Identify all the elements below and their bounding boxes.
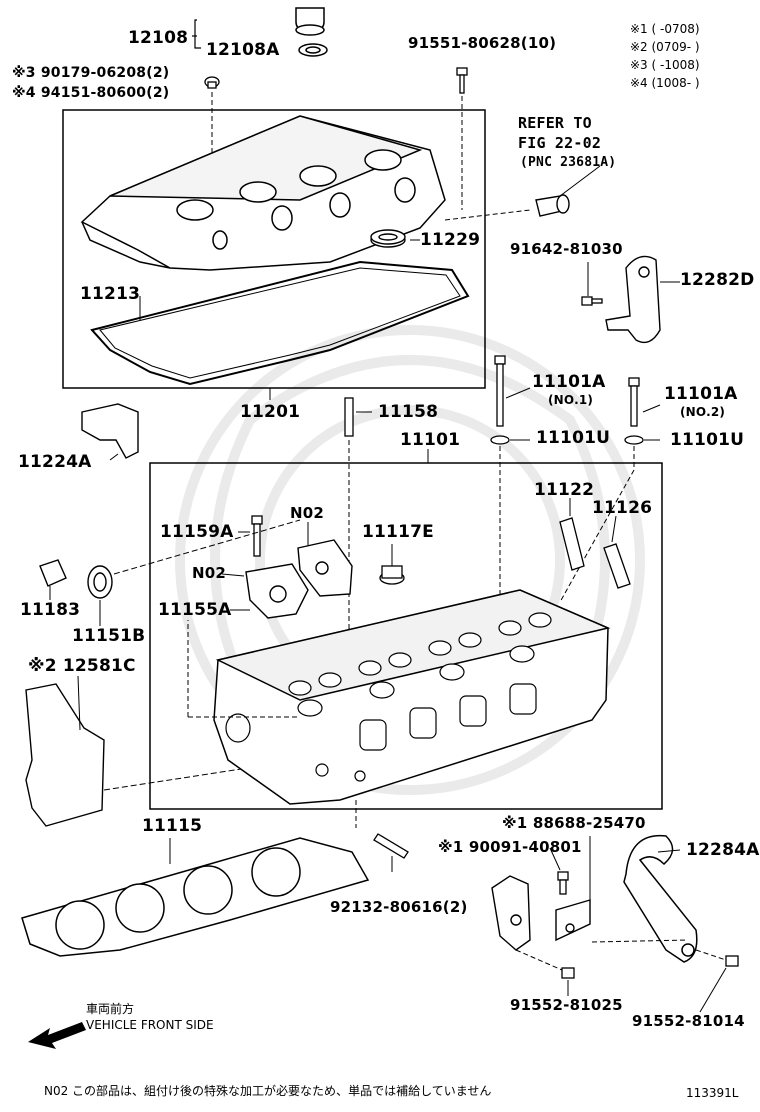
figure-id: 113391L bbox=[686, 1086, 739, 1100]
cam-cap-no2-b bbox=[245, 563, 309, 619]
label-12581C: ※2 12581C bbox=[28, 656, 136, 676]
valve-cover bbox=[80, 115, 446, 271]
head-port-pattern bbox=[225, 612, 552, 782]
hanger-plate bbox=[491, 875, 531, 951]
stud-92132 bbox=[373, 833, 409, 859]
refer-line-2: FIG 22-02 bbox=[518, 134, 602, 152]
front-arrow-icon bbox=[28, 1022, 86, 1049]
gasket-11213 bbox=[90, 260, 470, 386]
oil-filler-cap bbox=[295, 7, 328, 57]
front-label-jp: 車両前方 bbox=[86, 1002, 135, 1016]
label-11201: 11201 bbox=[240, 402, 301, 422]
label-no2-b: N02 bbox=[192, 564, 227, 582]
label-88688: ※1 88688-25470 bbox=[502, 814, 646, 832]
label-11229: 11229 bbox=[420, 230, 481, 250]
pcv-fitting bbox=[535, 194, 570, 217]
bolt-91552-b bbox=[725, 955, 739, 967]
cylinder-head bbox=[213, 589, 611, 805]
label-11126: 11126 bbox=[592, 498, 653, 518]
date-note-1: ※1 ( -0708) bbox=[630, 22, 700, 36]
date-note-3: ※3 ( -1008) bbox=[630, 58, 700, 72]
label-12108A: 12108A bbox=[206, 40, 280, 60]
label-92132: 92132-80616(2) bbox=[330, 898, 468, 916]
label-11101U-1: 11101U bbox=[536, 428, 611, 448]
stud-11158 bbox=[344, 397, 354, 437]
label-91642: 91642-81030 bbox=[510, 240, 623, 258]
footnote: N02 この部品は、組付け後の特殊な加工が必要なため、単品では補給していません bbox=[44, 1084, 492, 1098]
label-11122: 11122 bbox=[534, 480, 595, 500]
label-11101A-no1-sub: (NO.1) bbox=[548, 393, 594, 407]
label-11155A: 11155A bbox=[158, 600, 232, 620]
cover-11224A bbox=[81, 403, 139, 459]
head-bolt-no1 bbox=[490, 355, 510, 445]
head-bolt-no2 bbox=[624, 377, 644, 445]
plug-11117E bbox=[379, 565, 405, 585]
label-94151: ※4 94151-80600(2) bbox=[12, 85, 170, 101]
label-11158: 11158 bbox=[378, 402, 439, 422]
grommet-90179 bbox=[204, 76, 220, 89]
bracket-12282D bbox=[605, 255, 661, 344]
cover-plate-12581C bbox=[25, 683, 105, 827]
front-label-en: VEHICLE FRONT SIDE bbox=[86, 1018, 214, 1032]
label-no2-a: N02 bbox=[290, 504, 325, 522]
label-11151B: 11151B bbox=[72, 626, 146, 646]
bolt-91552-a bbox=[561, 967, 575, 979]
label-11159A: 11159A bbox=[160, 522, 234, 542]
head-gasket-11115 bbox=[21, 837, 370, 957]
label-91552-b: 91552-81014 bbox=[632, 1012, 745, 1030]
date-note-2: ※2 (0709- ) bbox=[630, 40, 700, 54]
label-11117E: 11117E bbox=[362, 522, 434, 542]
label-11101U-2: 11101U bbox=[670, 430, 745, 450]
label-11101A-no2: 11101A bbox=[664, 384, 738, 404]
label-91551: 91551-80628(10) bbox=[408, 34, 557, 52]
date-note-4: ※4 (1008- ) bbox=[630, 76, 700, 90]
label-11115: 11115 bbox=[142, 816, 203, 836]
valve-seal-11126 bbox=[603, 543, 631, 589]
label-11101: 11101 bbox=[400, 430, 461, 450]
label-12284A: 12284A bbox=[686, 840, 760, 860]
label-11213: 11213 bbox=[80, 284, 141, 304]
refer-line-1: REFER TO bbox=[518, 114, 592, 132]
part-11183 bbox=[39, 559, 67, 587]
label-12282D: 12282D bbox=[680, 270, 755, 290]
bolt-91642 bbox=[581, 296, 603, 306]
bolt-90091 bbox=[557, 871, 569, 895]
cylinder-head-box bbox=[149, 462, 663, 810]
label-11183: 11183 bbox=[20, 600, 81, 620]
bolt-11159A bbox=[251, 515, 263, 557]
bolt-91551 bbox=[456, 67, 468, 94]
label-91552-a: 91552-81025 bbox=[510, 996, 623, 1014]
refer-line-3: (PNC 23681A) bbox=[520, 155, 617, 170]
seal-11229 bbox=[370, 229, 406, 248]
engine-hanger-12284A bbox=[623, 834, 698, 963]
valve-cover-box bbox=[62, 109, 486, 389]
label-11101A-no1: 11101A bbox=[532, 372, 606, 392]
label-90091: ※1 90091-40801 bbox=[438, 838, 582, 856]
cam-cap-no2-a bbox=[297, 539, 353, 597]
label-11101A-no2-sub: (NO.2) bbox=[680, 405, 726, 419]
label-11224A: 11224A bbox=[18, 452, 92, 472]
leader-lines bbox=[49, 165, 727, 1013]
label-90179: ※3 90179-06208(2) bbox=[12, 65, 170, 81]
bracket-88688 bbox=[555, 899, 591, 942]
valve-guide-11122 bbox=[559, 517, 585, 571]
label-12108: 12108 bbox=[128, 28, 189, 48]
seal-11151B bbox=[87, 565, 113, 599]
